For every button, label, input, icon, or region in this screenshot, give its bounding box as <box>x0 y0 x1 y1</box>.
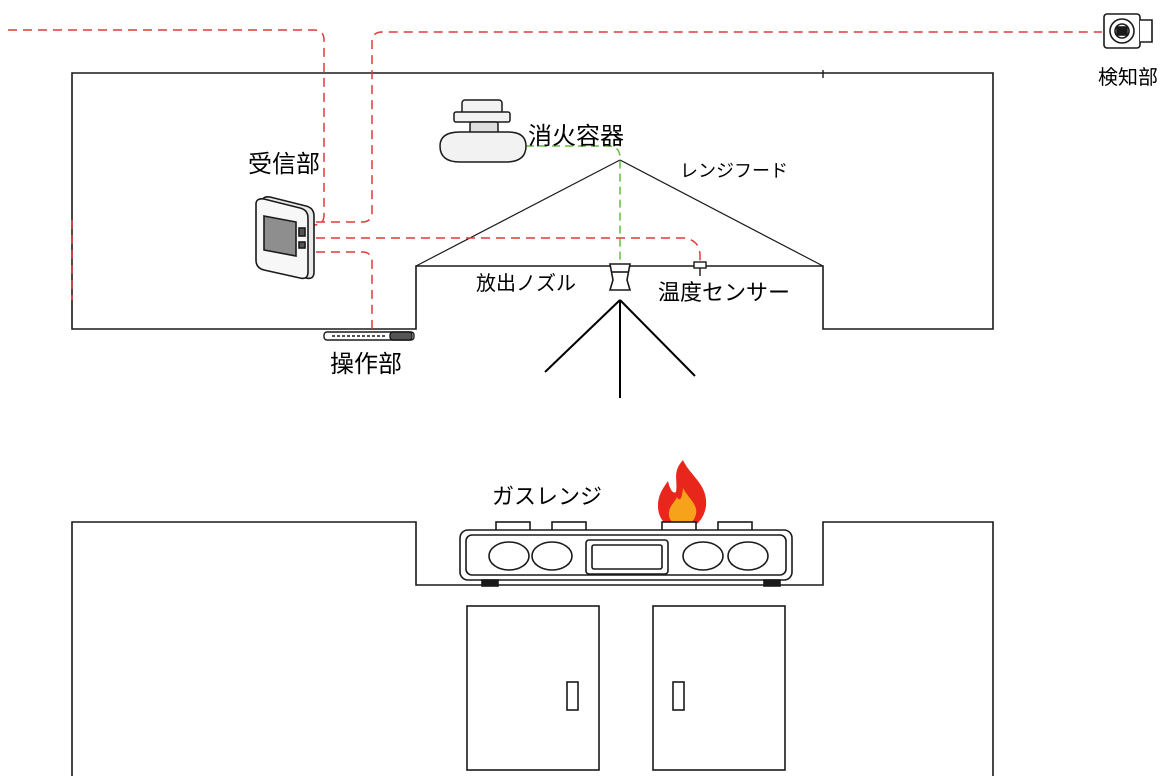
receiver-panel-icon <box>255 196 315 280</box>
gas-range <box>459 521 793 587</box>
detector-icon <box>1103 13 1153 49</box>
cabinet-door-left <box>466 605 600 771</box>
temperature-sensor-icon <box>693 261 707 276</box>
signal-wires <box>8 29 1102 334</box>
detector-label: 検知部 <box>1098 65 1158 89</box>
agent-pipe <box>526 145 621 262</box>
discharge-nozzle-icon <box>608 263 632 291</box>
temp-sensor-label: 温度センサー <box>658 281 790 306</box>
operation-bar-icon <box>323 331 415 341</box>
lower-cabinet-outline <box>71 521 994 776</box>
flame-icon <box>658 460 707 530</box>
cabinet-door-right <box>652 605 786 771</box>
gas-range-label: ガスレンジ <box>492 485 602 510</box>
extinguisher-container-icon <box>439 99 527 163</box>
range-hood <box>415 159 824 267</box>
spray-lines <box>544 299 696 398</box>
receiver-label: 受信部 <box>248 150 320 178</box>
operation-label: 操作部 <box>330 350 402 378</box>
nozzle-label: 放出ノズル <box>476 271 576 295</box>
extinguisher-label: 消火容器 <box>528 122 624 150</box>
range-hood-label: レンジフード <box>680 161 788 182</box>
